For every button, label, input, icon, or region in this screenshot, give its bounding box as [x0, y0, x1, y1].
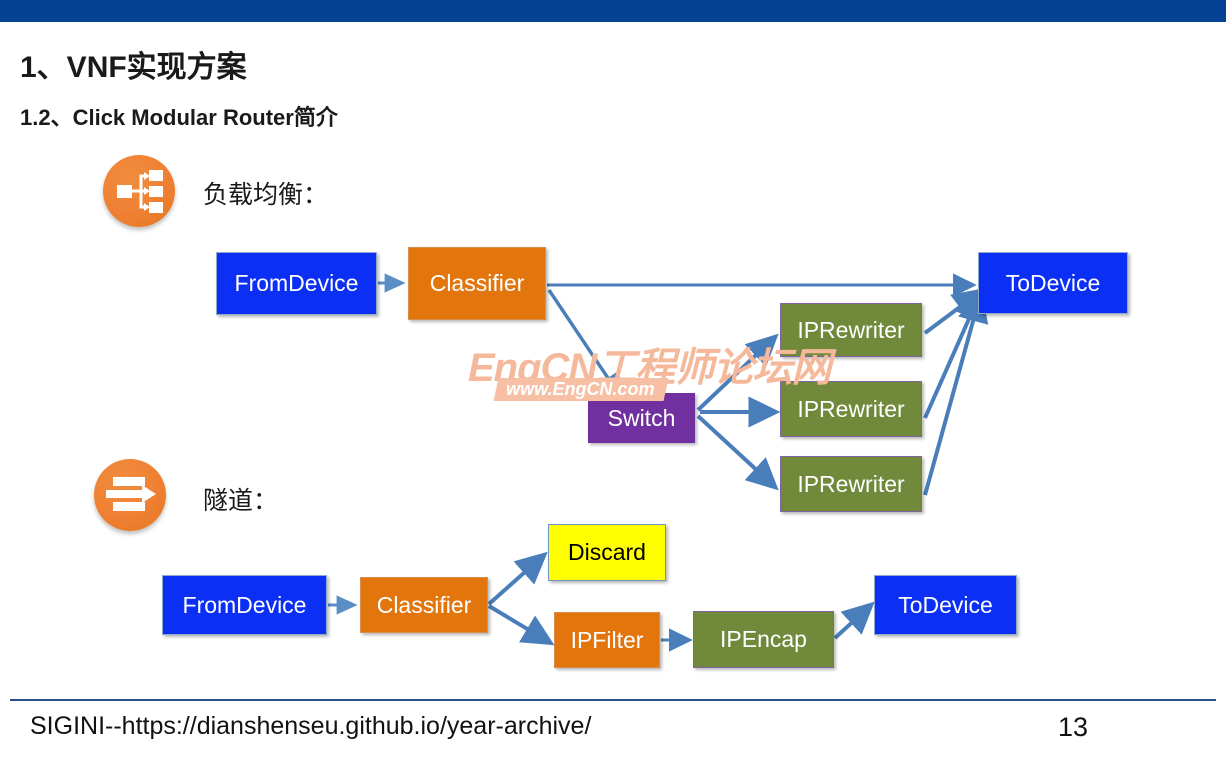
top-accent-bar — [0, 0, 1226, 22]
node-lb-iprewriter-1[interactable]: IPRewriter — [780, 303, 922, 357]
node-tn-todevice[interactable]: ToDevice — [874, 575, 1017, 635]
node-lb-iprewriter-3[interactable]: IPRewriter — [780, 456, 922, 512]
node-lb-todevice[interactable]: ToDevice — [978, 252, 1128, 314]
page-number: 13 — [1058, 712, 1089, 742]
footer-divider — [10, 699, 1216, 701]
node-tn-ipencap[interactable]: IPEncap — [693, 611, 834, 668]
page-title: 1、VNF实现方案 — [20, 51, 247, 84]
node-lb-switch[interactable]: Switch — [588, 393, 695, 443]
node-tn-discard[interactable]: Discard — [548, 524, 666, 581]
page-subtitle: 1.2、Click Modular Router简介 — [20, 105, 338, 130]
section-label-tunnel: 隧道： — [203, 487, 279, 515]
node-lb-iprewriter-2[interactable]: IPRewriter — [780, 381, 922, 437]
load-balancer-icon — [103, 155, 175, 227]
tunnel-icon — [94, 459, 166, 531]
node-tn-ipfilter[interactable]: IPFilter — [554, 612, 660, 668]
node-lb-classifier[interactable]: Classifier — [408, 247, 546, 320]
node-tn-classifier[interactable]: Classifier — [360, 577, 488, 633]
node-tn-fromdevice[interactable]: FromDevice — [162, 575, 327, 635]
node-lb-fromdevice[interactable]: FromDevice — [216, 252, 377, 315]
section-label-load-balance: 负载均衡： — [203, 181, 329, 209]
footer-source-text: SIGINI--https://dianshenseu.github.io/ye… — [30, 712, 592, 740]
